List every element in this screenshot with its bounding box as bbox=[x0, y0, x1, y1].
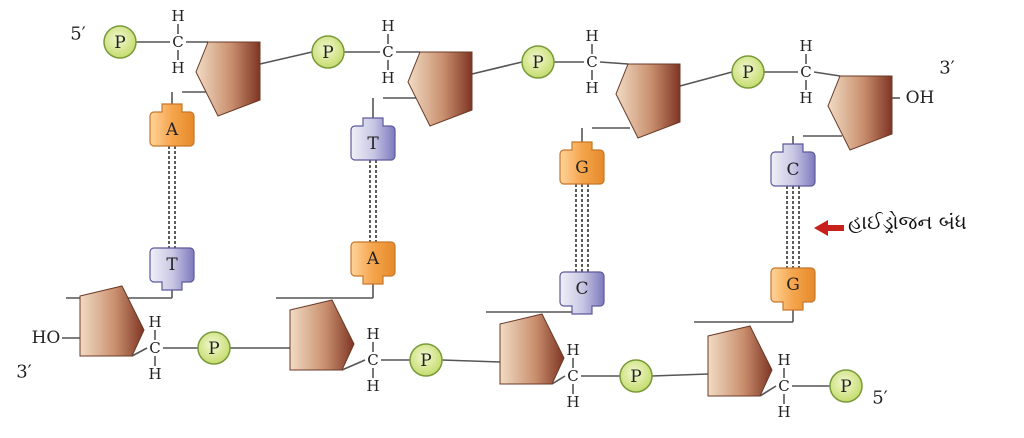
nucleobase-label: C bbox=[786, 160, 799, 180]
ch2-carbon: C bbox=[172, 33, 183, 51]
ch2-sugar-bond bbox=[599, 61, 629, 65]
nucleobase-C bbox=[770, 143, 816, 187]
deoxyribose-sugar bbox=[827, 75, 893, 151]
phosphate-circle bbox=[103, 25, 137, 59]
sugar-ch2-bond bbox=[551, 375, 566, 385]
nucleobase-G bbox=[770, 267, 816, 311]
nucleobase-label: C bbox=[575, 279, 588, 299]
phosphate-label: P bbox=[742, 63, 753, 83]
phosphate-circle bbox=[521, 45, 555, 79]
sugar-phosphate-bond bbox=[259, 51, 313, 65]
phosphate-circle bbox=[197, 331, 231, 365]
phosphate-label: P bbox=[840, 377, 851, 397]
ch2-carbon: C bbox=[367, 351, 378, 369]
phosphate-circle bbox=[619, 359, 653, 393]
phosphate-circle bbox=[311, 35, 345, 69]
nucleobase-C bbox=[559, 271, 605, 315]
ch2-h-top: H bbox=[366, 325, 379, 343]
phosphate-label: P bbox=[322, 43, 333, 63]
hydroxyl-group-bottom: HO bbox=[32, 328, 61, 348]
phosphate-sugar-bond bbox=[651, 373, 709, 377]
hydrogen-bond-lines bbox=[168, 146, 800, 272]
five-prime-end-top: 5′ bbox=[70, 24, 86, 45]
ch2-h-bottom: H bbox=[381, 69, 394, 87]
ch2-sugar-bond bbox=[813, 71, 841, 77]
five-prime-end-bottom: 5′ bbox=[872, 388, 888, 409]
sugar-ch2-bond bbox=[759, 385, 777, 397]
ch2-h-bottom: H bbox=[148, 365, 161, 383]
ch2-h-top: H bbox=[777, 351, 790, 369]
ch2-h-top: H bbox=[381, 17, 394, 35]
backbone-lines bbox=[62, 24, 900, 404]
phosphate-label: P bbox=[114, 33, 125, 53]
nucleobase-label: G bbox=[786, 275, 800, 295]
ch2-carbon: C bbox=[149, 339, 160, 357]
ch2-h-top: H bbox=[148, 313, 161, 331]
nucleobase-T bbox=[350, 117, 396, 161]
ch2-carbon: C bbox=[567, 367, 578, 385]
ch2-h-top: H bbox=[585, 27, 598, 45]
deoxyribose-sugar bbox=[79, 285, 145, 357]
nucleobase-G bbox=[559, 141, 605, 185]
nucleobase-T bbox=[149, 247, 195, 291]
deoxyribose-sugar bbox=[615, 63, 681, 139]
ch2-h-top: H bbox=[799, 37, 812, 55]
phosphate-sugar-bond bbox=[441, 359, 501, 363]
molecule-shapes bbox=[79, 25, 893, 403]
phosphate-circle bbox=[829, 369, 863, 403]
ch2-carbon: C bbox=[778, 377, 789, 395]
three-prime-end-top: 3′ bbox=[939, 58, 955, 79]
ch2-carbon: C bbox=[586, 53, 597, 71]
nucleobase-A bbox=[350, 241, 396, 285]
sugar-phosphate-bond bbox=[471, 61, 523, 75]
deoxyribose-sugar bbox=[499, 313, 565, 385]
phosphate-label: P bbox=[532, 53, 543, 73]
ch2-h-bottom: H bbox=[777, 403, 790, 421]
nucleobase-label: T bbox=[367, 134, 379, 154]
ch2-h-bottom: H bbox=[566, 393, 579, 411]
nucleobase-label: G bbox=[575, 158, 589, 178]
phosphate-circle bbox=[409, 343, 443, 377]
sugar-ch2-bond bbox=[341, 359, 366, 371]
three-prime-end-bottom: 3′ bbox=[16, 362, 32, 383]
deoxyribose-sugar bbox=[407, 51, 473, 127]
hydroxyl-group-top: OH bbox=[906, 88, 935, 108]
nucleobase-label: A bbox=[165, 120, 179, 140]
ch2-carbon: C bbox=[382, 43, 393, 61]
ch2-h-bottom: H bbox=[585, 79, 598, 97]
nucleobase-A bbox=[149, 103, 195, 147]
ch2-h-top: H bbox=[566, 341, 579, 359]
ch2-h-bottom: H bbox=[799, 89, 812, 107]
nucleobase-label: T bbox=[166, 255, 178, 275]
hydrogen-bond-arrow-icon bbox=[814, 220, 844, 236]
deoxyribose-sugar bbox=[707, 325, 773, 397]
phosphate-label: P bbox=[630, 367, 641, 387]
phosphate-label: P bbox=[420, 351, 431, 371]
ch2-h-bottom: H bbox=[366, 377, 379, 395]
ch2-h-bottom: H bbox=[171, 59, 184, 77]
phosphate-circle bbox=[731, 55, 765, 89]
nucleobase-label: A bbox=[366, 249, 380, 269]
sugar-ch2-bond bbox=[131, 347, 148, 357]
sugar-phosphate-bond bbox=[679, 71, 733, 87]
hydrogen-bond-label: હાઈડ્રોજન બંધ bbox=[848, 210, 967, 234]
phosphate-label: P bbox=[208, 339, 219, 359]
deoxyribose-sugar bbox=[289, 299, 355, 371]
ch2-carbon: C bbox=[800, 63, 811, 81]
ch2-h-top: H bbox=[171, 7, 184, 25]
deoxyribose-sugar bbox=[195, 41, 261, 117]
